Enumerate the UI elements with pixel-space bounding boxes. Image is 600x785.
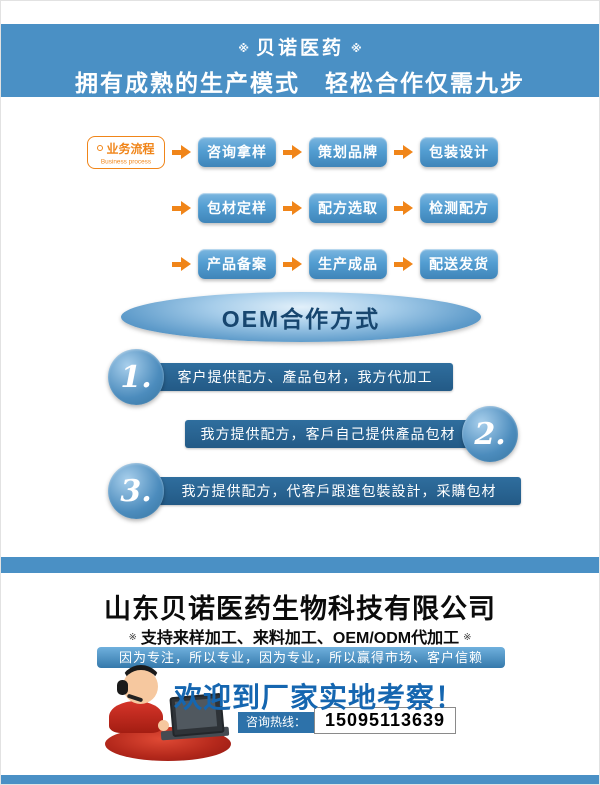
decor-right-icon: ※ (351, 43, 362, 55)
oem-number-circle-3: 3. (108, 463, 164, 519)
badge-dot-icon (97, 145, 104, 151)
oem-number-circle-1: 1. (108, 349, 164, 405)
decor-left-icon: ※ (238, 43, 249, 55)
services-mark-left-icon: ※ (128, 632, 137, 643)
header-subtitle: 拥有成熟的生产模式 轻松合作仅需九步 (75, 70, 525, 96)
mascot-headset-icon (120, 665, 162, 687)
arrow-right-icon (283, 201, 302, 215)
badge-title: 业务流程 (106, 141, 155, 156)
services-text: 支持来样加工、来料加工、OEM/ODM代加工 (140, 630, 460, 647)
mascot-hand (158, 720, 169, 731)
slogan-bar: 因为专注，所以专业，因为专业，所以赢得市场、客户信赖 (97, 647, 505, 668)
process-row-2: 包材定样 配方选取 检测配方 (1, 190, 599, 226)
oem-number-circle-2: 2. (462, 406, 518, 462)
arrow-right-icon (172, 257, 191, 271)
support-mascot (103, 665, 243, 765)
step-formula-select: 配方选取 (309, 193, 387, 223)
arrow-right-icon (283, 257, 302, 271)
badge-slot: 业务流程 Business process (87, 135, 167, 169)
arrow-right-icon (394, 201, 413, 215)
process-row-1: 业务流程 Business process 咨询拿样 策划品牌 包装设计 (1, 134, 599, 170)
step-formula-test: 检测配方 (420, 193, 498, 223)
process-badge: 业务流程 Business process (87, 135, 165, 169)
oem-mode-bar-1: 客户提供配方、產品包材，我方代加工 (157, 363, 453, 391)
step-delivery: 配送发货 (420, 249, 498, 279)
arrow-right-icon (394, 145, 413, 159)
business-process-section: 业务流程 Business process 咨询拿样 策划品牌 包装设计 包材定… (1, 134, 599, 302)
welcome-text: 欢迎到厂家实地考察！ (174, 682, 465, 713)
step-brand-planning: 策划品牌 (309, 137, 387, 167)
header-company-line: ※ 贝诺医药 ※ (1, 24, 599, 60)
footer-company-name: 山东贝诺医药生物科技有限公司 (104, 594, 496, 624)
mascot-body (109, 701, 163, 733)
bottom-strip (1, 775, 599, 784)
step-production: 生产成品 (309, 249, 387, 279)
oem-title: OEM合作方式 (221, 306, 381, 332)
divider-band (1, 557, 599, 573)
step-material-sample: 包材定样 (198, 193, 276, 223)
arrow-right-icon (394, 257, 413, 271)
step-package-design: 包装设计 (420, 137, 498, 167)
arrow-right-icon (172, 145, 191, 159)
arrow-right-icon (283, 145, 302, 159)
step-consult-sample: 咨询拿样 (198, 137, 276, 167)
badge-subtitle: Business process (100, 157, 152, 165)
oem-mode-bar-2: 我方提供配方，客戶自己提供產品包材 (185, 420, 471, 448)
oem-title-ellipse: OEM合作方式 (121, 292, 481, 342)
badge-title-line: 业务流程 (88, 140, 164, 157)
services-mark-right-icon: ※ (463, 632, 472, 643)
company-name: 贝诺医药 (255, 38, 344, 59)
arrow-right-icon (172, 201, 191, 215)
header-banner: ※ 贝诺医药 ※ 拥有成熟的生产模式 轻松合作仅需九步 (1, 24, 599, 97)
hotline-number: 15095113639 (314, 707, 456, 734)
process-row-3: 产品备案 生产成品 配送发货 (1, 246, 599, 282)
mascot-headset-earcup-icon (117, 680, 128, 695)
footer-services-line: ※支持来样加工、来料加工、OEM/ODM代加工※ (1, 624, 599, 648)
hotline-label: 咨询热线： (238, 712, 314, 733)
oem-mode-bar-3: 我方提供配方，代客戶跟進包裝設計，采購包材 (157, 477, 521, 505)
step-product-record: 产品备案 (198, 249, 276, 279)
